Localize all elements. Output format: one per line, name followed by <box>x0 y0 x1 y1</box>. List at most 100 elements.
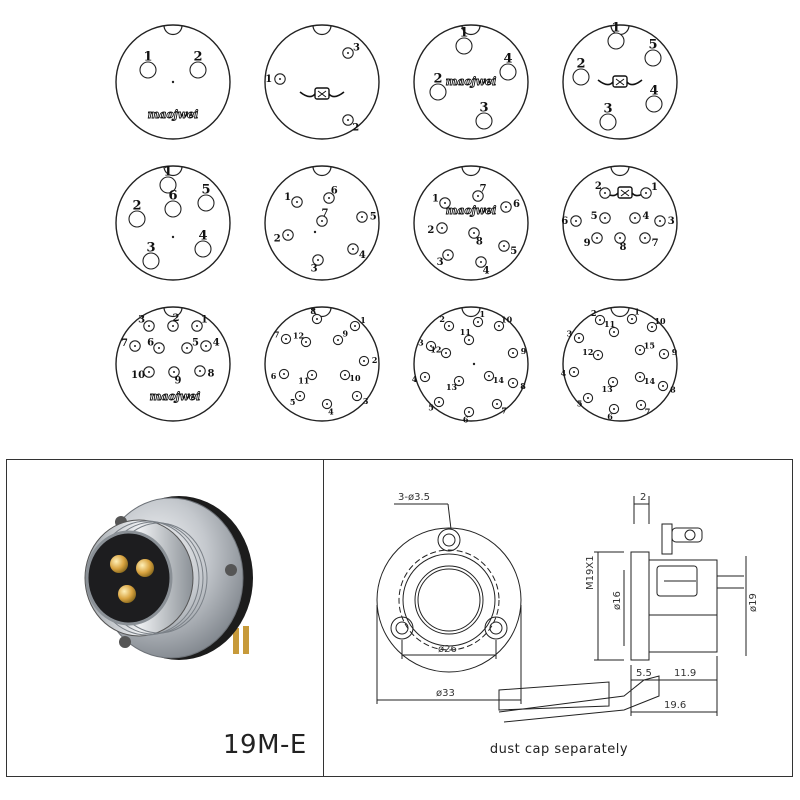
pin-center <box>587 397 589 399</box>
model-number: 19M-E <box>223 730 307 760</box>
pin-number: 14 <box>644 376 656 386</box>
pin-number: 1 <box>611 21 620 36</box>
pin-center <box>597 354 599 356</box>
connector-outline <box>413 306 529 422</box>
pin-contact <box>599 113 617 131</box>
pin-number: 1 <box>459 26 468 41</box>
pin-number: 11 <box>298 376 309 386</box>
pin-number: 2 <box>576 57 585 72</box>
pin-number: 9 <box>175 376 182 387</box>
brand-emblem-icon <box>299 87 345 100</box>
pin-number: 7 <box>274 329 280 339</box>
pin-center <box>512 352 514 354</box>
pin-contact <box>607 32 625 50</box>
dim-length-total: 19.6 <box>664 700 686 711</box>
pin-center <box>477 321 479 323</box>
pin-layout-2: 123 <box>264 24 380 140</box>
pin-contact <box>499 63 517 81</box>
dim-bolt-circle: ø26 <box>438 644 457 655</box>
pin-number: 7 <box>121 338 128 349</box>
pin-number: 1 <box>432 193 439 204</box>
pin-number: 6 <box>463 415 469 425</box>
pin-number: 2 <box>173 313 180 324</box>
center-dot <box>472 362 476 366</box>
pin-number: 7 <box>501 405 507 415</box>
pin-center <box>578 337 580 339</box>
pin-number: 9 <box>672 347 678 357</box>
pin-center <box>613 331 615 333</box>
pin-number: 6 <box>271 371 277 381</box>
pin-center <box>604 217 606 219</box>
pin-center <box>645 192 647 194</box>
pin-number: 6 <box>147 337 154 348</box>
pin-number: 5 <box>370 211 377 222</box>
pin-center <box>424 376 426 378</box>
pin-number: 3 <box>479 101 488 116</box>
pin-center <box>496 403 498 405</box>
pin-number: 2 <box>274 233 281 244</box>
pin-center <box>196 325 198 327</box>
pin-center <box>477 195 479 197</box>
pin-number: 12 <box>293 331 304 341</box>
pin-contact <box>197 194 215 212</box>
pin-number: 8 <box>670 384 676 394</box>
pin-center <box>430 345 432 347</box>
pin-number: 3 <box>353 42 360 53</box>
pin-number: 3 <box>668 216 675 227</box>
brand-logo: maojwei <box>150 390 201 403</box>
pin-center <box>651 326 653 328</box>
pin-center <box>444 202 446 204</box>
pin-number: 6 <box>561 216 568 227</box>
pin-center <box>361 216 363 218</box>
pin-center <box>659 220 661 222</box>
pin-number: 8 <box>620 242 627 253</box>
pin-number: 4 <box>198 229 207 244</box>
pin-center <box>317 259 319 261</box>
pin-center <box>199 370 201 372</box>
pin-center <box>505 206 507 208</box>
pin-center <box>644 237 646 239</box>
key-notch <box>312 307 332 318</box>
connector-outline <box>264 306 380 422</box>
pin-number: 1 <box>163 165 172 180</box>
pin-number: 3 <box>603 102 612 117</box>
pin-center <box>438 401 440 403</box>
pin-number: 3 <box>363 396 369 406</box>
pin-number: 10 <box>654 316 666 326</box>
pin-number: 10 <box>501 315 513 325</box>
key-notch <box>461 25 481 36</box>
dust-cap-note: dust cap separately <box>489 742 629 757</box>
pin-number: 4 <box>412 374 418 384</box>
pin-center <box>596 237 598 239</box>
pin-center <box>447 254 449 256</box>
pin-center <box>458 380 460 382</box>
pin-number: 4 <box>561 368 567 378</box>
pin-number: 2 <box>427 225 434 236</box>
pin-center <box>575 220 577 222</box>
dim-inner-diameter: ø16 <box>612 591 623 610</box>
key-notch <box>610 307 630 318</box>
dim-flange-thickness: 2 <box>640 492 646 503</box>
pin-center <box>328 197 330 199</box>
pin-center <box>662 385 664 387</box>
pin-center <box>468 411 470 413</box>
gold-pin <box>136 559 154 577</box>
pin-center <box>205 345 207 347</box>
pin-number: 12 <box>430 345 441 355</box>
pin-number: 2 <box>372 355 378 365</box>
pin-center <box>619 237 621 239</box>
connector-photo <box>84 496 253 660</box>
pin-number: 3 <box>146 241 155 256</box>
pin-center <box>311 374 313 376</box>
pin-contact <box>429 83 447 101</box>
pin-contact <box>572 68 590 86</box>
